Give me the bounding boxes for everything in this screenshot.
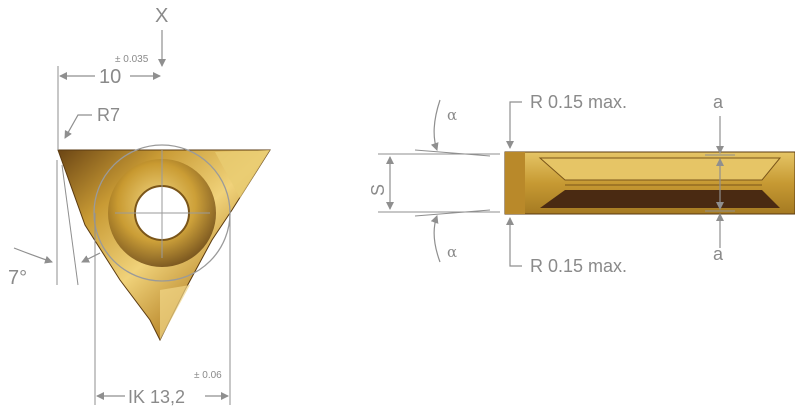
radius-top-leader xyxy=(506,101,522,149)
angle-arc-left xyxy=(13,247,53,264)
x-axis-label: X xyxy=(155,5,168,27)
angle-arc-right xyxy=(81,252,101,263)
radius-label-r7: R7 xyxy=(97,105,120,125)
ik-tolerance: ± 0.06 xyxy=(194,370,222,381)
taper-line-top xyxy=(414,149,491,157)
alpha-label-top: α xyxy=(447,106,457,124)
side-view: S α α R 0.15 max. R 0.15 max. a a xyxy=(368,92,795,276)
alpha-arc-top xyxy=(430,99,441,151)
alpha-label-bottom: α xyxy=(447,243,457,261)
insert-profile-left-edge xyxy=(505,152,525,214)
radius-top-label: R 0.15 max. xyxy=(530,92,627,112)
taper-line-bottom xyxy=(414,209,491,217)
s-dim-label: S xyxy=(368,184,388,196)
insert-profile-top-groove xyxy=(538,157,782,181)
ik-label: IK 13,2 xyxy=(128,387,185,407)
width-value: 10 xyxy=(99,66,121,88)
front-view: X ± 0.035 10 R7 7° ± 0.06 IK 13,2 xyxy=(8,5,271,407)
angle-ref-line-tilted xyxy=(61,164,79,286)
width-tolerance: ± 0.035 xyxy=(115,54,149,65)
radius-bottom-leader xyxy=(506,217,522,267)
a-dim-top-label: a xyxy=(713,92,724,112)
a-dim-bottom-label: a xyxy=(713,244,724,264)
insert-profile-bottom-groove xyxy=(540,190,780,208)
alpha-arc-bottom xyxy=(430,215,441,263)
angle-label-7deg: 7° xyxy=(8,267,27,289)
insert-lower-facet xyxy=(160,285,190,340)
radius-bottom-label: R 0.15 max. xyxy=(530,256,627,276)
insert-corner-facet xyxy=(215,150,270,198)
radius-leader xyxy=(64,114,92,139)
